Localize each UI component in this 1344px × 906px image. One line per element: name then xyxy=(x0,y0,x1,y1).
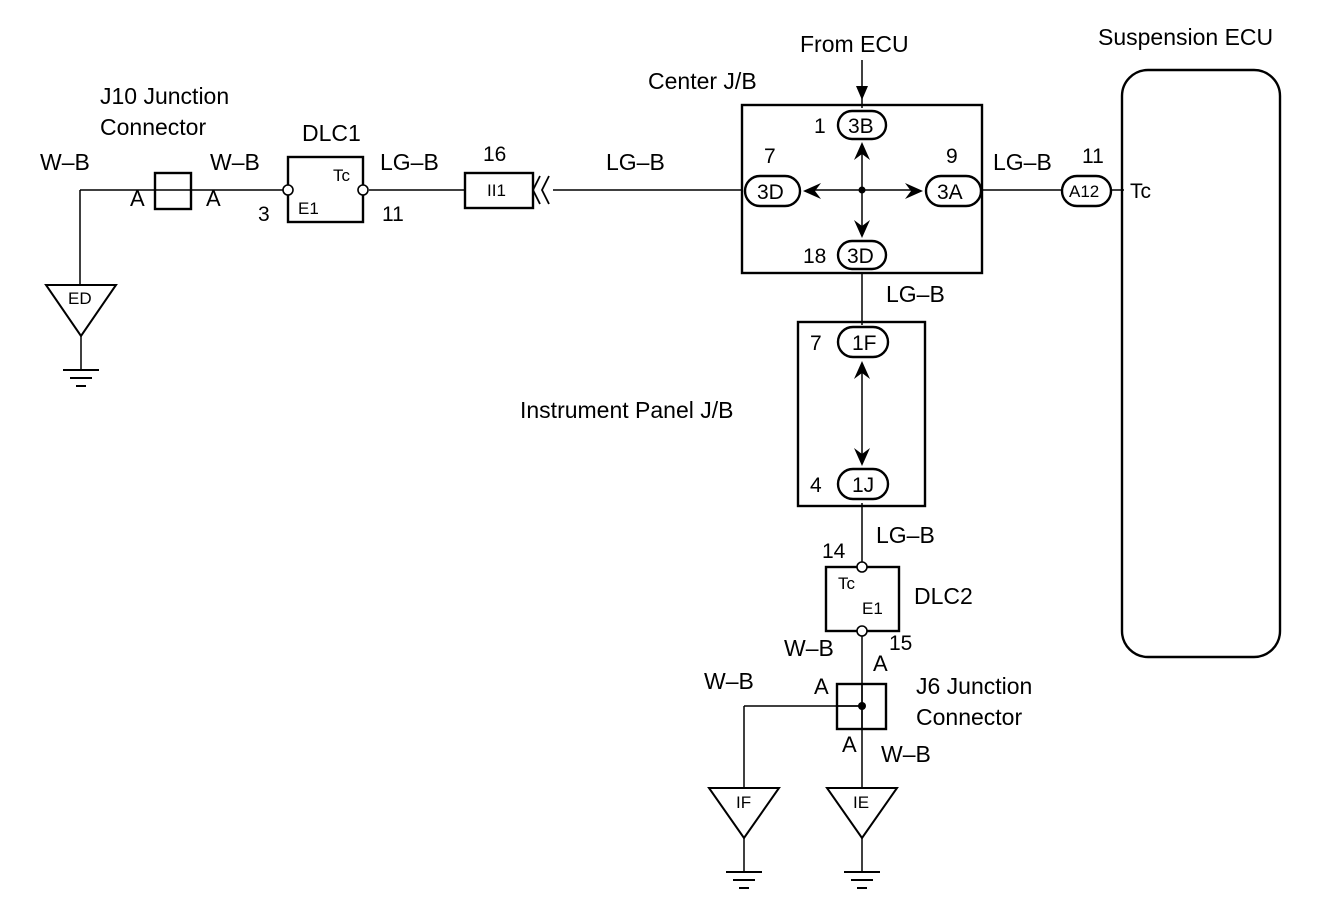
wire-label-wb-dlc2-bottom: W–B xyxy=(784,635,834,661)
dlc1-tc-pin: 11 xyxy=(382,203,404,226)
wire-label-wb-j10-right: W–B xyxy=(210,149,260,175)
dlc2-e1-terminal xyxy=(856,625,868,637)
center-3b-pin: 1 xyxy=(814,115,826,138)
ip-1j-label: 1J xyxy=(852,474,874,497)
from-ecu-arrow xyxy=(856,86,868,100)
center-arrow-down xyxy=(854,220,870,238)
ip-1f-pin: 7 xyxy=(810,332,822,355)
ipjb-pill-1j xyxy=(836,467,890,501)
wire-label-lgb-center-left: LG–B xyxy=(606,149,665,175)
dlc2-label: DLC2 xyxy=(914,583,973,609)
j10-label-line1: J10 Junction xyxy=(100,83,229,109)
center-3a-label: 3A xyxy=(937,181,963,204)
ecu-tc-label: Tc xyxy=(1130,180,1151,203)
center-arrow-left xyxy=(803,183,821,199)
center-junction-block xyxy=(740,103,984,275)
connector-ii1 xyxy=(463,171,550,210)
j6-label-line2: Connector xyxy=(916,704,1022,730)
wire-label-wb-far-left: W–B xyxy=(40,149,90,175)
center-pill-3d-bottom xyxy=(836,239,888,271)
j6-label-line1: J6 Junction xyxy=(916,673,1032,699)
ground-ed-label: ED xyxy=(68,289,92,308)
center-pill-3b xyxy=(836,109,888,141)
ecu-a12-label: A12 xyxy=(1069,182,1099,201)
dlc1-e1-label: E1 xyxy=(298,199,319,218)
center-arrow-right xyxy=(905,183,923,199)
connector-ii1-pin: 16 xyxy=(483,143,506,166)
dlc2-tc-label: Tc xyxy=(838,574,856,593)
dlc1-tc-label: Tc xyxy=(333,166,351,185)
ground-ed-triangle xyxy=(44,284,118,338)
connector-ii1-label: II1 xyxy=(487,181,506,200)
center-pill-3a xyxy=(924,174,983,208)
dlc1-e1-terminal xyxy=(282,184,294,196)
ecu-pill-a12 xyxy=(1060,174,1113,208)
ii1-chevron-1 xyxy=(531,175,541,205)
wire-label-wb-j6-bottom: W–B xyxy=(881,741,931,767)
dlc2-tc-pin: 14 xyxy=(822,540,846,563)
center-3d-left-pin: 7 xyxy=(764,145,776,168)
ground-if xyxy=(707,787,781,889)
ii1-chevron-2 xyxy=(540,175,550,205)
ipjb-arrow-up xyxy=(854,361,870,379)
dlc1-e1-pin: 3 xyxy=(258,203,270,226)
dlc1-label: DLC1 xyxy=(302,120,361,146)
center-3a-pin: 9 xyxy=(946,145,958,168)
ecu-a12-pin: 11 xyxy=(1082,145,1104,168)
ip-1f-label: 1F xyxy=(852,332,877,355)
j10-label-line2: Connector xyxy=(100,114,206,140)
suspension-ecu-box xyxy=(1120,68,1282,659)
ground-ie xyxy=(825,787,899,889)
ipjb-pill-1f xyxy=(836,325,890,359)
ground-ed xyxy=(44,284,118,387)
wire-label-wb-j6-left: W–B xyxy=(704,668,754,694)
ip-1j-pin: 4 xyxy=(810,474,822,497)
center-jb-label: Center J/B xyxy=(648,68,757,94)
j10-pin-right: A xyxy=(206,186,221,211)
ground-ie-triangle xyxy=(825,787,899,840)
instrument-panel-junction-block xyxy=(796,320,927,508)
j10-pin-left: A xyxy=(130,186,145,211)
center-3b-label: 3B xyxy=(848,115,874,138)
j10-junction-connector xyxy=(153,171,193,211)
ground-if-triangle xyxy=(707,787,781,840)
instrument-panel-jb-label: Instrument Panel J/B xyxy=(520,397,734,423)
wire-label-lgb-center-bottom: LG–B xyxy=(886,281,945,307)
center-3d-bottom-label: 3D xyxy=(847,245,874,268)
dlc2-connector xyxy=(824,561,901,637)
center-pill-3d-left xyxy=(743,174,802,208)
dlc2-e1-pin: 15 xyxy=(889,632,912,655)
wire-label-lgb-dlc1-right: LG–B xyxy=(380,149,439,175)
dlc1-tc-terminal xyxy=(357,184,369,196)
j6-pin-left: A xyxy=(814,674,829,699)
ground-ie-label: IE xyxy=(853,793,869,812)
j6-node xyxy=(858,702,866,710)
dlc2-e1-label: E1 xyxy=(862,599,883,618)
ground-if-label: IF xyxy=(736,793,751,812)
j6-pin-bottom: A xyxy=(842,732,857,757)
center-arrow-up xyxy=(854,142,870,160)
ipjb-box xyxy=(796,320,927,508)
dlc2-tc-terminal xyxy=(856,561,868,573)
center-bus-node xyxy=(858,186,866,194)
ipjb-arrow-down xyxy=(854,448,870,466)
center-3d-left-label: 3D xyxy=(757,181,784,204)
dlc1-connector xyxy=(282,155,369,224)
j6-pin-top: A xyxy=(873,651,888,676)
suspension-ecu-label: Suspension ECU xyxy=(1098,24,1273,50)
j6-junction-connector xyxy=(835,682,888,731)
center-3d-bottom-pin: 18 xyxy=(803,245,826,268)
j10-box xyxy=(153,171,193,211)
wire-label-lgb-center-right: LG–B xyxy=(993,149,1052,175)
from-ecu-label: From ECU xyxy=(800,31,909,57)
wire-label-lgb-ipjb-bottom: LG–B xyxy=(876,522,935,548)
